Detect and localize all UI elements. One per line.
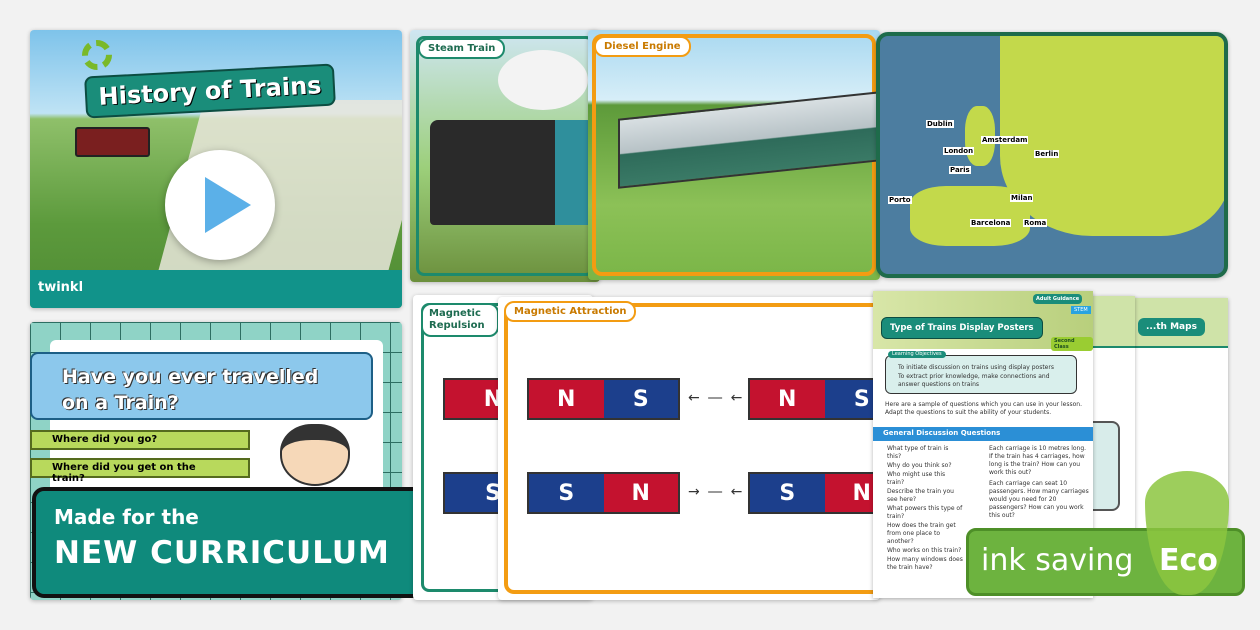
objective-1: To initiate discussion on trains using d… bbox=[898, 364, 1054, 371]
steam-cloud bbox=[498, 50, 588, 110]
city-paris: Paris bbox=[949, 166, 971, 174]
doc-title: Type of Trains Display Posters bbox=[881, 317, 1043, 339]
section-heading: General Discussion Questions bbox=[873, 427, 1093, 441]
boy-illustration bbox=[280, 424, 350, 486]
city-porto: Porto bbox=[888, 196, 912, 204]
question: What type of train is this? bbox=[887, 445, 949, 460]
curriculum-line1: Made for the bbox=[54, 505, 199, 529]
question: Each carriage is 10 metres long. If the … bbox=[989, 445, 1087, 476]
play-icon bbox=[205, 177, 251, 233]
city-dublin: Dublin bbox=[926, 120, 954, 128]
pole-s: S bbox=[529, 474, 604, 512]
land-europe bbox=[1000, 36, 1224, 236]
twinkl-logo: twinkl bbox=[38, 280, 84, 295]
pole-n: N bbox=[824, 474, 880, 512]
question: Who might use this train? bbox=[887, 471, 946, 486]
curriculum-line2: NEW CURRICULUM bbox=[54, 535, 390, 571]
locomotive bbox=[430, 120, 595, 225]
slide-history-of-trains[interactable]: History of Trains twinkl bbox=[30, 30, 402, 308]
question: Who works on this train? bbox=[887, 547, 962, 554]
label-diesel-engine: Diesel Engine bbox=[594, 36, 691, 57]
slide-steam-train[interactable]: Steam Train bbox=[410, 30, 600, 282]
gear-icon bbox=[82, 40, 112, 70]
badge-adult-guidance: Adult Guidance bbox=[1033, 294, 1083, 304]
pole-s: S bbox=[603, 380, 678, 418]
label-magnetic-attraction: Magnetic Attraction bbox=[504, 301, 637, 322]
ink-saving-label: ink saving bbox=[981, 543, 1134, 578]
attraction-arrows: → ― ← bbox=[688, 484, 745, 500]
pole-n: N bbox=[529, 380, 604, 418]
question: Describe the train you see here? bbox=[887, 488, 954, 503]
footer-bar: twinkl bbox=[30, 270, 402, 308]
ink-saving-eco-badge: ink saving Eco bbox=[966, 471, 1245, 596]
label-magnetic-repulsion: Magnetic Repulsion bbox=[421, 303, 499, 337]
pole-s: S bbox=[750, 474, 825, 512]
questions-right: Each carriage is 10 metres long. If the … bbox=[989, 445, 1089, 521]
label-steam-train: Steam Train bbox=[418, 38, 506, 59]
objectives-label: Learning Objectives bbox=[888, 351, 946, 358]
doc-header: Type of Trains Display Posters Adult Gui… bbox=[873, 291, 1093, 351]
pole-s: S bbox=[824, 380, 880, 418]
question: How many windows does the train have? bbox=[887, 556, 963, 571]
slide-diesel-engine[interactable]: Diesel Engine bbox=[588, 30, 880, 280]
city-barcelona: Barcelona bbox=[970, 219, 1012, 227]
curriculum-badge: Made for the NEW CURRICULUM bbox=[32, 487, 432, 598]
frame bbox=[504, 303, 880, 594]
attraction-arrows: ← ― ← bbox=[688, 390, 745, 406]
pole-n: N bbox=[750, 380, 825, 418]
slide-europe-map[interactable]: Dublin London Amsterdam Berlin Paris Por… bbox=[876, 32, 1228, 278]
questions-left: What type of train is this? Why do you t… bbox=[887, 445, 963, 573]
back-page-title: ...th Maps bbox=[1138, 318, 1205, 336]
question: What powers this type of train? bbox=[887, 505, 963, 520]
eco-label: Eco bbox=[1159, 543, 1218, 578]
answer-2: Where did you get on the train? bbox=[30, 458, 250, 484]
city-berlin: Berlin bbox=[1034, 150, 1060, 158]
doc-intro: Here are a sample of questions which you… bbox=[885, 401, 1082, 416]
pole-n: N bbox=[603, 474, 678, 512]
city-labels: Dublin London Amsterdam Berlin Paris Por… bbox=[880, 36, 1224, 274]
city-london: London bbox=[943, 147, 975, 155]
city-roma: Roma bbox=[1023, 219, 1048, 227]
question-title: Have you ever travelled on a Train? bbox=[30, 352, 373, 420]
question: Why do you think so? bbox=[887, 462, 952, 469]
city-milan: Milan bbox=[1010, 194, 1034, 202]
play-button[interactable] bbox=[165, 150, 275, 260]
question: How does the train get from one place to… bbox=[887, 522, 956, 545]
train-car bbox=[75, 127, 150, 157]
badge-stem: STEM bbox=[1071, 306, 1091, 314]
objective-2: To extract prior knowledge, make connect… bbox=[898, 373, 1050, 388]
question: Each carriage can seat 10 passengers. Ho… bbox=[989, 480, 1089, 519]
city-amsterdam: Amsterdam bbox=[981, 136, 1029, 144]
answer-1: Where did you go? bbox=[30, 430, 250, 450]
objectives-box: Learning Objectives To initiate discussi… bbox=[885, 351, 1077, 394]
badge-second-class: Second Class bbox=[1051, 337, 1093, 351]
